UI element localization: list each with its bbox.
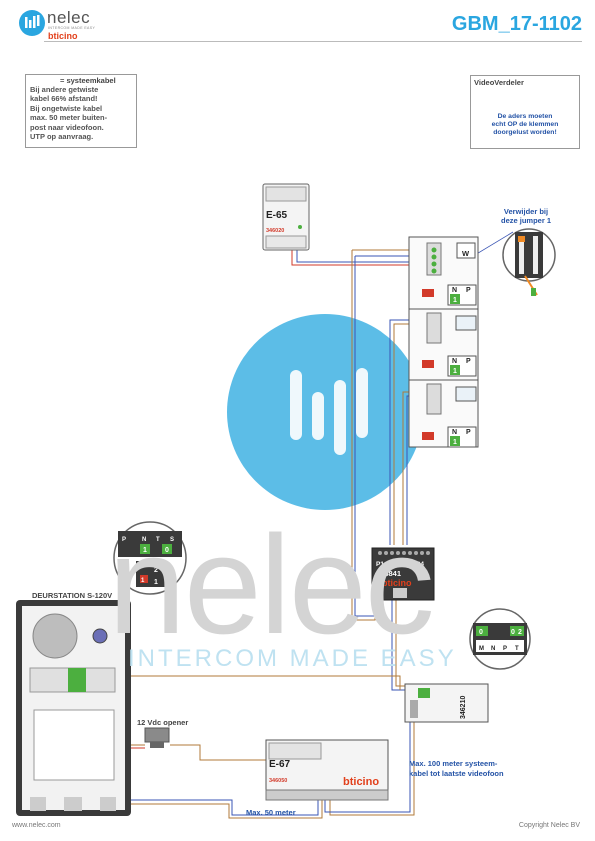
footer-copyright: Copyright Nelec BV: [518, 822, 580, 829]
psu-e67-name: E-67: [269, 759, 291, 770]
ds-selector-value: 1: [141, 578, 145, 584]
footer-website: www.nelec.com: [12, 822, 61, 829]
monitor-stack: [408, 236, 479, 448]
system-cable-wires: [73, 231, 514, 819]
monitor-w-label: W: [462, 249, 470, 258]
logo-brand: bticino: [48, 31, 78, 41]
ds-setting-col-p: P: [122, 537, 126, 543]
psu-e67-brand: bticino: [343, 776, 379, 788]
ds-setting-s-value: 0: [165, 547, 169, 554]
if-setting-left: 0: [479, 629, 483, 636]
videoverdeler-note: De aders moeten echt OP de klemmen doorg…: [491, 113, 559, 136]
psu-e65: [262, 183, 310, 251]
legend-text: Bij andere getwiste kabel 66% afstand! B…: [30, 85, 108, 142]
distributor-port-3: P3: [403, 561, 411, 568]
opener-label: 12 Vdc opener: [137, 718, 189, 727]
distributor-code: 346841: [376, 569, 401, 578]
watermark-tagline: INTERCOM MADE EASY: [128, 645, 457, 672]
monitor1-p: P: [466, 287, 471, 294]
monitor3-p: P: [466, 429, 471, 436]
if-setting-col-p: P: [503, 646, 507, 652]
ds-setting-col-n: N: [142, 537, 146, 543]
distributor-port-2: P2: [390, 561, 398, 568]
if-setting-col-t: T: [515, 646, 519, 652]
if-setting-right2: 2: [518, 629, 522, 636]
ds-selector-2: 2: [154, 567, 158, 574]
jumper-note: Verwijder bij deze jumper 1: [500, 207, 552, 225]
if-setting-col-m: M: [479, 646, 484, 652]
ds-setting-n-value: 1: [143, 547, 147, 554]
psu-e67: [265, 739, 389, 801]
monitor3-n: N: [452, 429, 457, 436]
header-divider: [44, 41, 582, 42]
distributor-suffix: VV: [416, 571, 426, 578]
videoverdeler-title: VideoVerdeler: [474, 78, 524, 87]
logo-tagline: INTERCOM MADE EASY: [48, 26, 96, 30]
distributor-port-4: P4: [416, 561, 424, 568]
document-code: GBM_17-1102: [451, 13, 582, 35]
distance-50m-label: Max. 50 meter: [246, 808, 296, 817]
interface-346210: [404, 683, 489, 723]
watermark-word: nelec: [108, 506, 435, 663]
door-station-s120v: [16, 600, 131, 816]
legend-title: = systeemkabel: [60, 76, 116, 85]
monitor1-n: N: [452, 287, 457, 294]
ds-setting-col-s: S: [170, 537, 174, 543]
psu-e65-code: 346020: [266, 228, 284, 234]
jumper-detail-icon: [502, 228, 556, 296]
videoverdeler-box: VideoVerdeler De aders moeten echt OP de…: [470, 75, 580, 149]
logo-wordmark: nelec: [47, 8, 91, 27]
distributor-port-1: P1: [376, 561, 384, 568]
watermark-circle: [227, 314, 423, 510]
door-station-label: DEURSTATION S-120V: [32, 591, 113, 600]
ds-setting-col-t: T: [156, 537, 160, 543]
distributor-346841: [371, 547, 435, 601]
interface-code: 346210: [460, 696, 467, 719]
monitor1-value: 1: [453, 297, 457, 304]
distributor-brand: bticino: [382, 578, 412, 588]
door-opener-icon: [144, 727, 170, 748]
monitor2-value: 1: [453, 368, 457, 375]
monitor2-n: N: [452, 358, 457, 365]
cable-legend-box: = systeemkabel Bij andere getwiste kabel…: [25, 74, 137, 148]
if-setting-right: 0: [511, 629, 515, 636]
psu-e65-name: E-65: [266, 210, 288, 221]
nelec-logo-icon: [19, 10, 45, 36]
watermark-logo-icon: [290, 368, 368, 455]
interface-settings-zoom-icon: [469, 608, 531, 670]
monitor2-p: P: [466, 358, 471, 365]
psu-e67-code: 346050: [269, 778, 287, 784]
distance-100m-label: Max. 100 meter systeem- kabel tot laatst…: [409, 759, 504, 778]
door-station-settings-zoom-icon: [113, 521, 187, 595]
ds-selector-1: 1: [154, 579, 158, 586]
if-setting-col-n: N: [491, 646, 495, 652]
monitor3-value: 1: [453, 439, 457, 446]
